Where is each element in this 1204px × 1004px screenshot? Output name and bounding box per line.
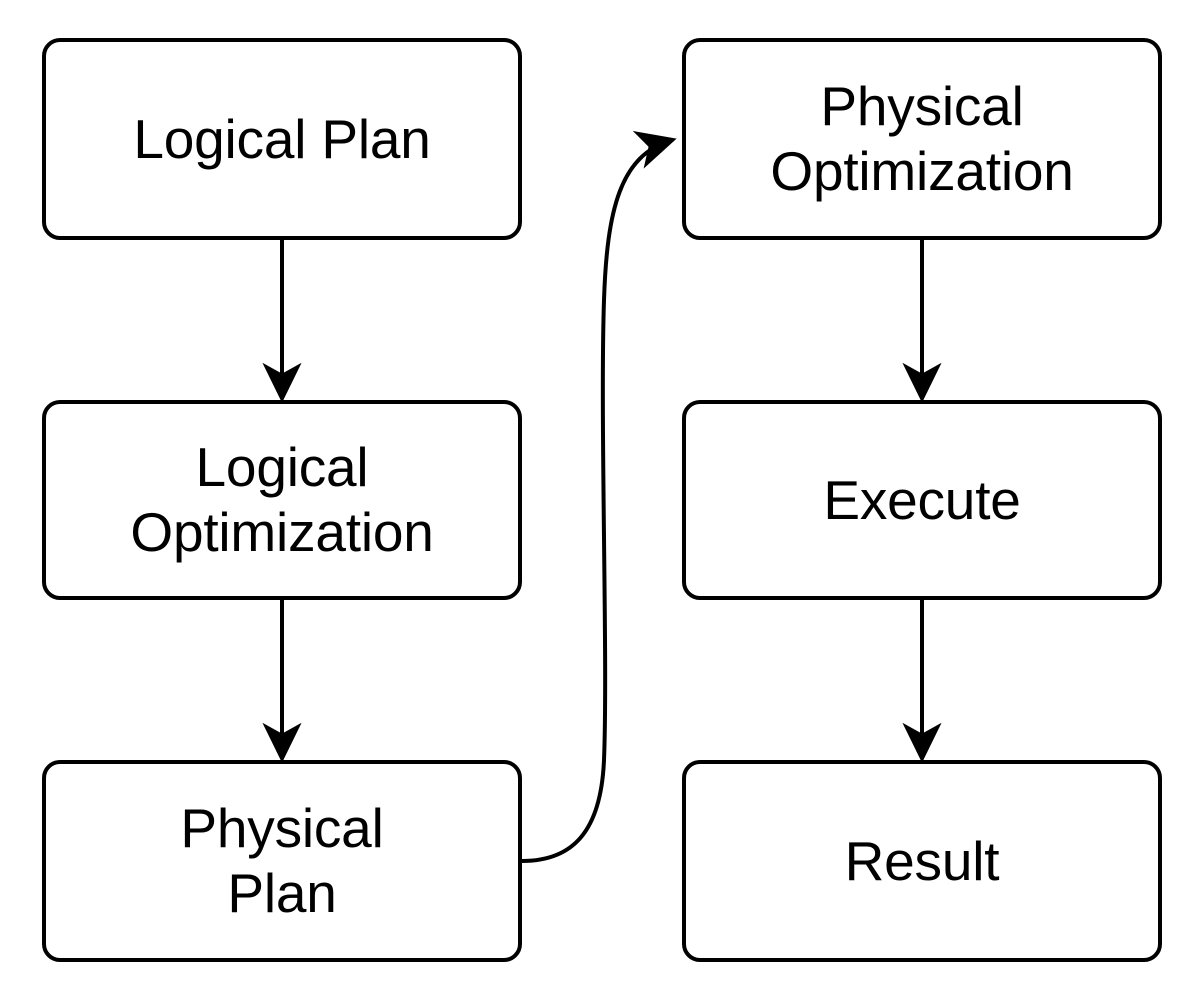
node-physical-plan[interactable]: Physical Plan [42,760,522,962]
node-physical-optimization[interactable]: Physical Optimization [682,38,1162,240]
node-execute-label: Execute [823,468,1021,531]
node-logical-plan[interactable]: Logical Plan [42,38,522,240]
node-logical-optimization[interactable]: Logical Optimization [42,400,522,600]
node-logical-plan-label: Logical Plan [133,107,431,170]
node-execute[interactable]: Execute [682,400,1162,600]
node-result[interactable]: Result [682,760,1162,962]
node-logical-optimization-label: Logical Optimization [130,436,434,563]
node-physical-optimization-label: Physical Optimization [770,75,1074,202]
node-result-label: Result [844,829,1000,892]
node-physical-plan-label: Physical Plan [180,797,384,924]
edge-physical-plan-to-physical-optimization [520,130,677,863]
